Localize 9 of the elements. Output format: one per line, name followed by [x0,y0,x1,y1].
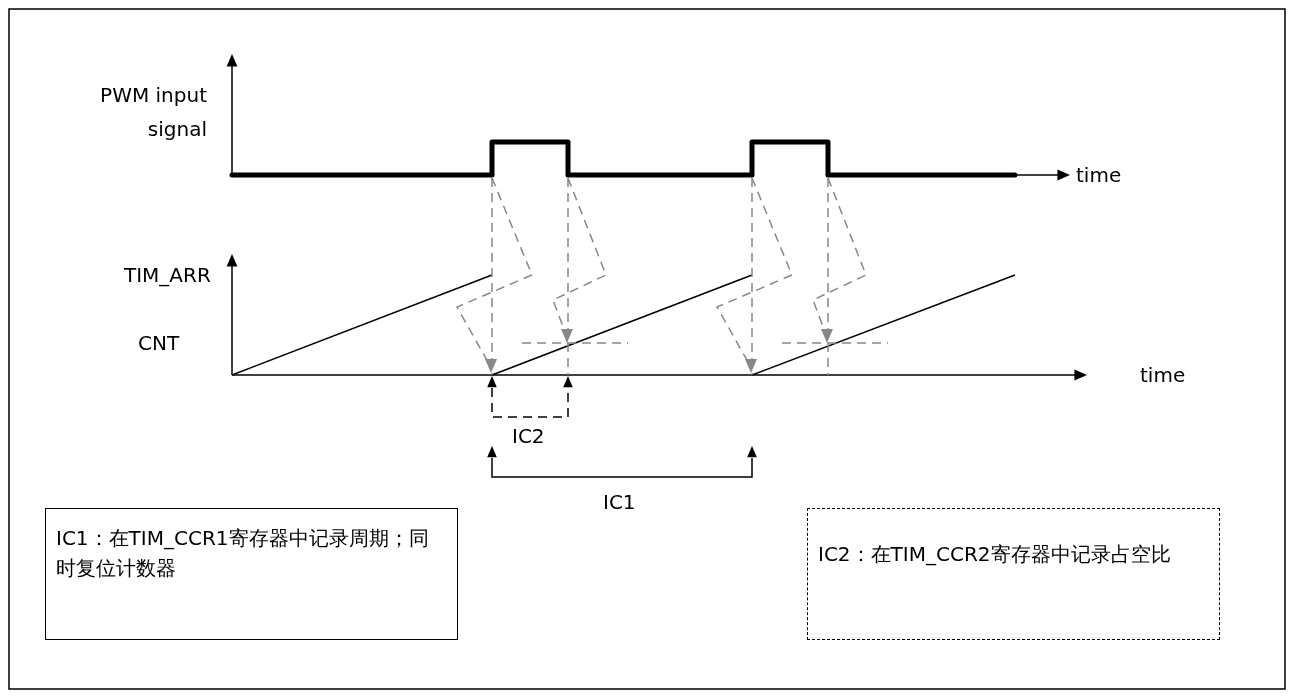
axis-label: CNT [138,331,180,355]
axis-label: TIM_ARR [124,263,211,287]
axis-label: time [1076,163,1122,187]
axis-label: PWM input signal [99,82,207,143]
dimension-label: IC1 [603,490,636,514]
axis-label: time [1140,363,1186,387]
dimension-label: IC2 [512,424,545,448]
note-box: IC1：在TIM_CCR1寄存器中记录周期；同时复位计数器 [45,508,458,640]
note-box: IC2：在TIM_CCR2寄存器中记录占空比 [807,508,1220,640]
